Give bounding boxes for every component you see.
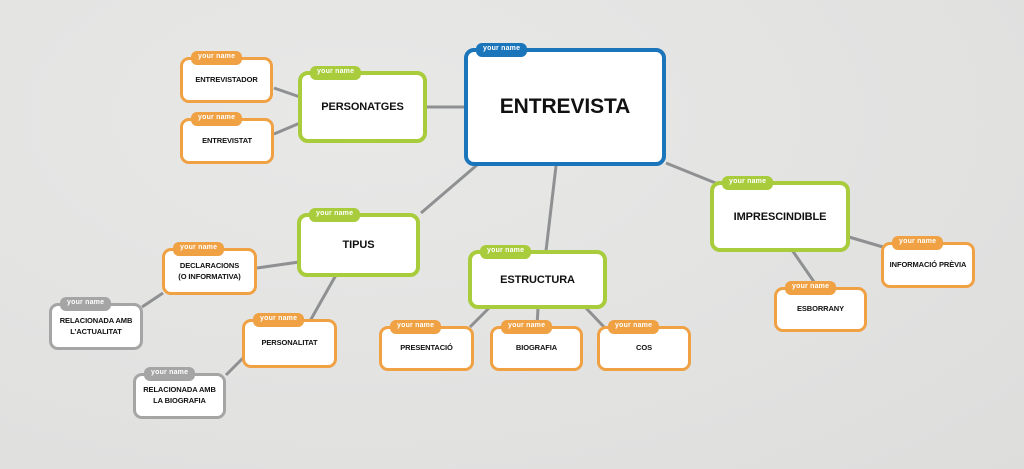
node-label: ENTREVISTADOR	[195, 74, 258, 84]
edge-entrevista-estructura	[544, 165, 558, 252]
node-owner-tab: your name	[501, 320, 553, 334]
node-relacionada-actualitat[interactable]: your name RELACIONADA AMB L’ACTUALITAT	[49, 297, 143, 350]
node-entrevista[interactable]: your name ENTREVISTA	[464, 43, 666, 166]
node-label: PRESENTACIÓ	[400, 343, 453, 353]
node-owner-tab: your name	[892, 236, 944, 250]
node-label: ENTREVISTA	[499, 95, 631, 118]
edge-tipus-declaracions	[256, 260, 300, 270]
node-owner-tab: your name	[480, 245, 532, 259]
node-label: BIOGRAFIA	[515, 343, 558, 353]
node-entrevistador[interactable]: your name ENTREVISTADOR	[180, 51, 273, 103]
edge-estructura-presentacio	[468, 306, 491, 329]
node-owner-tab: your name	[608, 320, 660, 334]
node-label: PERSONATGES	[321, 101, 404, 113]
node-label: ENTREVISTAT	[202, 135, 252, 145]
node-label: COS	[636, 343, 652, 353]
node-owner-tab: your name	[722, 176, 774, 190]
node-label: TIPUS	[342, 239, 375, 251]
node-label: IMPRESCINDIBLE	[733, 210, 827, 223]
node-label: RELACIONADA AMB LA BIOGRAFIA	[143, 385, 216, 405]
node-owner-tab: your name	[785, 281, 837, 295]
node-label: PERSONALITAT	[261, 338, 318, 348]
node-owner-tab: your name	[253, 313, 305, 327]
edge-entrevista-imprescindible	[665, 161, 719, 186]
node-biografia[interactable]: your name BIOGRAFIA	[490, 320, 583, 371]
node-informacio-previa[interactable]: your name INFORMACIÓ PRÈVIA	[881, 236, 975, 288]
edge-personalitat-biografia	[224, 355, 246, 377]
edge-imprescindible-informacio	[848, 235, 884, 249]
node-owner-tab: your name	[144, 367, 196, 381]
node-label: ESTRUCTURA	[500, 273, 575, 286]
node-label: ESBORRANY	[796, 304, 845, 314]
node-owner-tab: your name	[390, 320, 442, 334]
node-presentacio[interactable]: your name PRESENTACIÓ	[379, 320, 474, 371]
node-entrevistat[interactable]: your name ENTREVISTAT	[180, 112, 274, 164]
node-owner-tab: your name	[173, 242, 225, 256]
node-declaracions[interactable]: your name DECLARACIONS (O INFORMATIVA)	[162, 242, 257, 295]
node-owner-tab: your name	[476, 43, 528, 57]
node-label: DECLARACIONS (O INFORMATIVA)	[178, 260, 241, 281]
node-relacionada-biografia[interactable]: your name RELACIONADA AMB LA BIOGRAFIA	[133, 367, 226, 419]
node-owner-tab: your name	[191, 51, 243, 65]
node-cos[interactable]: your name COS	[597, 320, 691, 371]
node-esborrany[interactable]: your name ESBORRANY	[774, 281, 867, 332]
edge-estructura-cos	[584, 306, 606, 329]
node-estructura[interactable]: your name ESTRUCTURA	[468, 245, 607, 309]
node-label: INFORMACIÓ PRÈVIA	[889, 259, 967, 269]
edge-declaracions-actualitat	[141, 291, 164, 309]
edge-entrevista-tipus	[420, 163, 478, 215]
node-owner-tab: your name	[60, 297, 112, 311]
node-tipus[interactable]: your name TIPUS	[297, 208, 420, 277]
node-owner-tab: your name	[310, 66, 362, 80]
node-imprescindible[interactable]: your name IMPRESCINDIBLE	[710, 176, 850, 252]
edge-tipus-personalitat	[308, 274, 338, 322]
edge-entrevistador-personatges	[273, 86, 301, 99]
node-owner-tab: your name	[309, 208, 361, 222]
node-label: RELACIONADA AMB L’ACTUALITAT	[59, 315, 133, 336]
node-personalitat[interactable]: your name PERSONALITAT	[242, 313, 337, 368]
node-owner-tab: your name	[191, 112, 243, 126]
edge-entrevistat-personatges	[273, 121, 301, 136]
node-personatges[interactable]: your name PERSONATGES	[298, 66, 427, 143]
